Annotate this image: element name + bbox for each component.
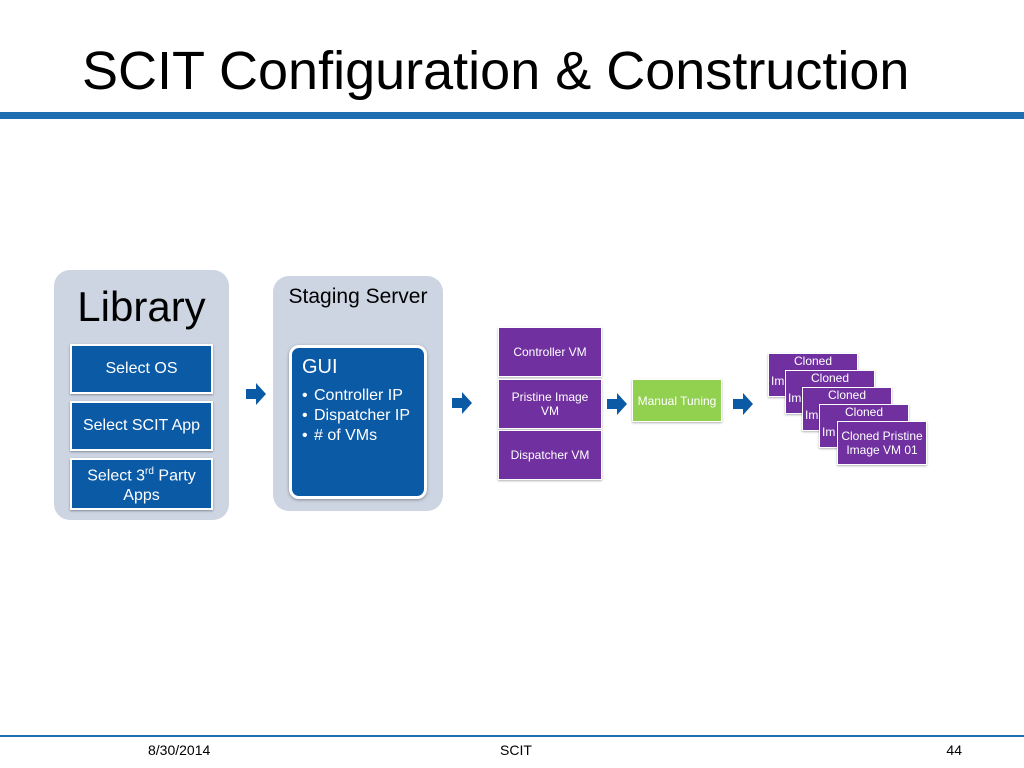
gui-item-controller-ip: •Controller IP <box>302 387 403 404</box>
third-party-suffix: Party Apps <box>123 467 196 505</box>
arrow-right-icon <box>246 383 266 405</box>
cloned-front-label: Cloned Pristine Image VM 01 <box>841 429 923 457</box>
cloned-vm-card-ghost: Im <box>788 391 802 405</box>
arrow-right-icon <box>733 393 753 415</box>
dispatcher-vm-box: Dispatcher VM <box>498 430 602 480</box>
select-third-party-box: Select 3rd Party Apps <box>70 458 213 510</box>
controller-vm-label: Controller VM <box>513 345 587 359</box>
manual-tuning-box: Manual Tuning <box>632 379 722 422</box>
select-third-party-label: Select 3rd Party Apps <box>78 462 205 506</box>
pristine-image-vm-box: Pristine Image VM <box>498 379 602 429</box>
arrow-right-icon <box>452 392 472 414</box>
arrow-right-icon <box>607 393 627 415</box>
page-number: 44 <box>946 742 962 758</box>
cloned-vm-card-label: Cloned <box>844 405 884 419</box>
cloned-vm-card-ghost: Im <box>822 425 836 439</box>
bullet-icon: • <box>302 407 308 424</box>
cloned-pristine-image-vm-01: Cloned Pristine Image VM 01 <box>837 421 927 465</box>
third-party-prefix: Select 3 <box>87 467 146 485</box>
select-os-box: Select OS <box>70 344 213 394</box>
cloned-vm-card-label: Cloned <box>810 371 850 385</box>
cloned-vm-card-label: Cloned <box>793 354 833 368</box>
library-heading: Library <box>77 283 206 330</box>
bullet-icon: • <box>302 387 308 404</box>
controller-vm-box: Controller VM <box>498 327 602 377</box>
gui-box: GUI •Controller IP •Dispatcher IP •# of … <box>289 345 427 499</box>
third-party-sup: rd <box>145 465 154 477</box>
footer-date: 8/30/2014 <box>148 742 211 758</box>
pristine-image-vm-label: Pristine Image VM <box>511 390 589 418</box>
gui-item-dispatcher-ip: •Dispatcher IP <box>302 407 411 424</box>
dispatcher-vm-label: Dispatcher VM <box>510 448 590 462</box>
cloned-vm-card-ghost: Im <box>805 408 819 422</box>
staging-server-heading: Staging Server <box>288 285 428 308</box>
gui-title: GUI <box>302 356 338 378</box>
title-divider <box>0 112 1024 119</box>
gui-item-num-vms: •# of VMs <box>302 427 378 444</box>
slide-title: SCIT Configuration & Construction <box>82 41 910 101</box>
manual-tuning-label: Manual Tuning <box>637 393 717 408</box>
footer-divider <box>0 735 1024 737</box>
gui-list: •Controller IP •Dispatcher IP •# of VMs <box>292 386 424 446</box>
cloned-vm-card-label: Cloned <box>827 388 867 402</box>
select-scit-app-label: Select SCIT App <box>82 417 201 434</box>
cloned-vm-card-ghost: Im <box>771 374 785 388</box>
select-scit-app-box: Select SCIT App <box>70 401 213 451</box>
footer-center: SCIT <box>500 742 532 758</box>
select-os-label: Select OS <box>105 360 178 377</box>
bullet-icon: • <box>302 427 308 444</box>
